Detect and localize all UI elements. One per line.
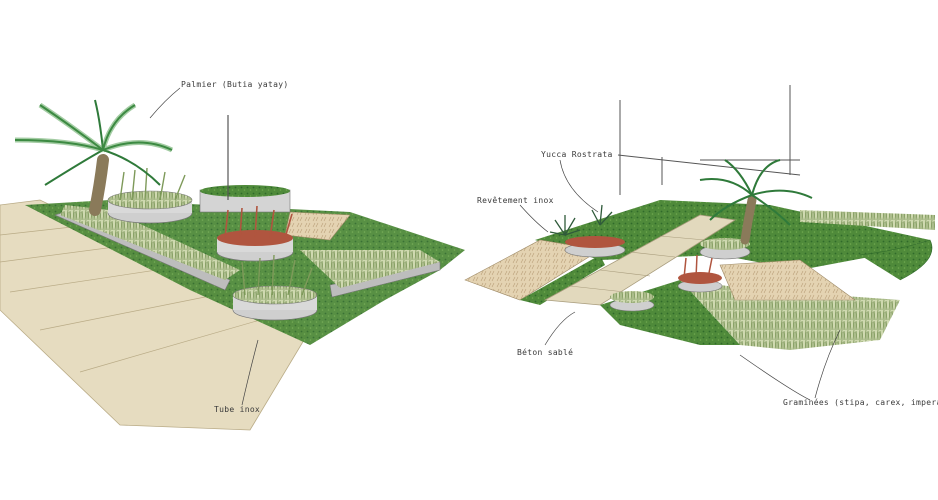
leader-tube bbox=[241, 339, 259, 406]
planter-2 bbox=[199, 185, 291, 213]
label-yucca: Yucca Rostrata bbox=[541, 150, 613, 159]
gravel-bed-right-2 bbox=[719, 259, 856, 301]
lawn-strip bbox=[520, 255, 605, 305]
planter-1 bbox=[107, 167, 193, 224]
planter-r2 bbox=[677, 254, 723, 293]
yucca-plant bbox=[549, 204, 613, 236]
leader-lines bbox=[149, 87, 841, 406]
leader-palmier bbox=[149, 87, 181, 119]
planter-r4 bbox=[564, 236, 626, 258]
pergola-frame bbox=[617, 85, 801, 195]
palm-tree-right bbox=[699, 159, 813, 245]
grass-strip-left bbox=[60, 205, 240, 280]
planter-r3 bbox=[609, 291, 655, 312]
left-sketch bbox=[0, 99, 465, 431]
planter-r1 bbox=[699, 238, 751, 260]
gravel-bed-left bbox=[284, 211, 351, 241]
path-joints bbox=[569, 235, 706, 293]
leader-yucca bbox=[559, 159, 599, 213]
grasses-row-far bbox=[800, 210, 935, 230]
right-sketch bbox=[464, 85, 935, 350]
paving-area bbox=[0, 199, 311, 431]
label-beton: Béton sablé bbox=[517, 348, 574, 357]
concrete-path bbox=[543, 214, 737, 306]
label-palmier: Palmier (Butia yatay) bbox=[181, 80, 289, 89]
lawn-edge-curve bbox=[859, 239, 933, 281]
leader-graminees-2 bbox=[814, 329, 841, 399]
palm-tree-left bbox=[14, 99, 174, 216]
paving-joints bbox=[0, 224, 261, 373]
label-tube-inox: Tube inox bbox=[214, 405, 261, 414]
leader-graminees-1 bbox=[739, 354, 811, 401]
label-graminees: Graminées (stipa, carex, imperata...) bbox=[783, 398, 938, 407]
label-revetement: Revêtement inox bbox=[477, 196, 554, 205]
leader-beton bbox=[544, 311, 576, 346]
grass-strip-left-2 bbox=[300, 250, 440, 288]
planter-4 bbox=[232, 254, 318, 321]
leader-revetement bbox=[519, 204, 549, 233]
